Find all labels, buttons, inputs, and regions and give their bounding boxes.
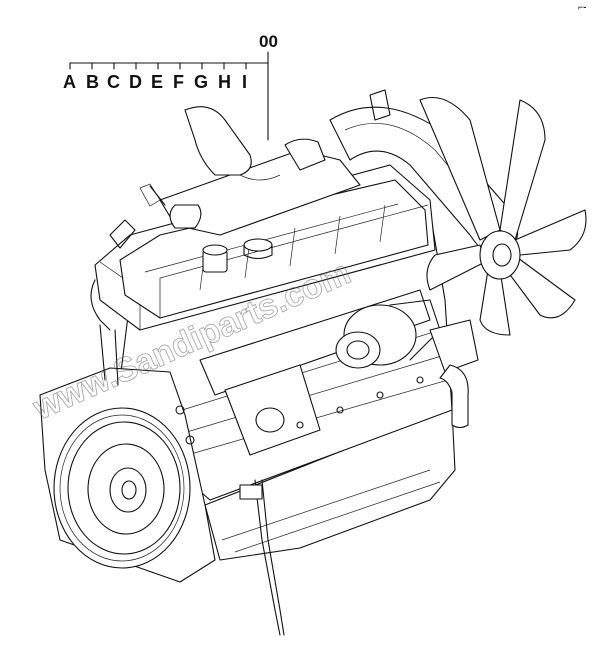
variant-letter: C xyxy=(107,72,120,92)
corner-mark: ⌐- xyxy=(578,2,586,12)
variant-letter: D xyxy=(129,72,142,92)
variant-letter: H xyxy=(218,72,231,92)
variant-letter: G xyxy=(194,72,208,92)
assembly-number: 00 xyxy=(259,32,278,51)
fuel-pump xyxy=(224,364,321,456)
flywheel xyxy=(53,407,191,569)
intake-elbow xyxy=(184,106,252,176)
variant-letter: I xyxy=(242,72,247,92)
variant-letter: B xyxy=(86,72,99,92)
alternator-bracket xyxy=(429,319,479,373)
variant-letter: A xyxy=(63,72,76,92)
coolant-hose xyxy=(439,364,469,429)
turbocharger xyxy=(335,299,441,369)
oil-filler-cap xyxy=(202,238,273,273)
variant-letter: E xyxy=(151,72,163,92)
variant-letters: A B C D E F G H I xyxy=(63,72,247,92)
variant-letter: F xyxy=(173,72,184,92)
callout-bracket xyxy=(69,51,269,141)
engine-illustration xyxy=(39,89,587,636)
dipstick-tube xyxy=(254,479,281,636)
cooling-fan xyxy=(419,96,587,336)
